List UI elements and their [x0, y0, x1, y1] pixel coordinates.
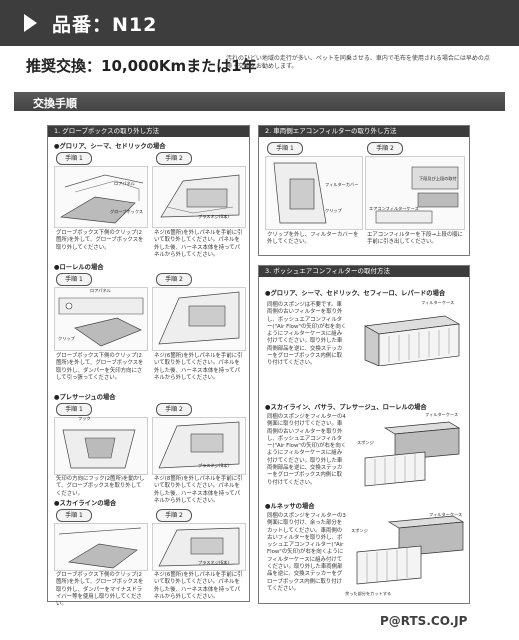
group-heading: ●プレサージュの場合 — [54, 394, 116, 401]
illustration-glovebox-1 — [54, 166, 148, 228]
label: フック — [78, 416, 91, 421]
illustration-presage-1 — [54, 417, 148, 475]
panel-install-filter-title: 3. ボッシュエアコンフィルターの取付方法 — [259, 266, 469, 277]
illustration-presage-2 — [152, 417, 246, 475]
panel-install-filter: 3. ボッシュエアコンフィルターの取付方法 ●グロリア、シーマ、セドリック、セフ… — [258, 265, 470, 604]
instruction-text: ネジ(8箇所)を外しパネルを手前に引いて取り外してください。パネルを外した後、ハ… — [154, 476, 243, 504]
instruction-text: グローブボックス下側のクリップ(2箇所)を外して、グローブボックスを取り外し、ダ… — [56, 572, 144, 608]
label: グローブボックス — [110, 209, 144, 214]
label: ロアパネル — [90, 288, 111, 293]
group-heading: ●グロリア、シーマ、セドリックの場合 — [54, 143, 166, 150]
label: フィルターケース — [425, 412, 459, 417]
illustration-glovebox-2 — [152, 166, 246, 228]
step-1-badge: 手順 1 — [56, 403, 92, 416]
label: プラスネジ(6本) — [198, 560, 229, 565]
group-heading: ●グロリア、シーマ、セドリック、セフィーロ、レパードの場合 — [265, 290, 446, 297]
label: クリップ — [58, 336, 75, 341]
label: スポンジ — [351, 528, 368, 533]
label: スポンジ — [357, 440, 374, 445]
label: エアコンフィルターケース — [369, 206, 419, 211]
label: 余った部分をカットする — [345, 591, 392, 596]
step-2-badge: 手順 2 — [367, 142, 403, 155]
label: フィルターケース — [429, 512, 463, 517]
instruction-text: グローブボックス下側のクリップ(2箇所)を外して、グローブボックスを取り外し、ダ… — [56, 353, 144, 381]
illustration-filter-case-2 — [355, 418, 463, 488]
step-1-badge: 手順 1 — [56, 152, 92, 165]
illustration-skyline-2 — [152, 523, 246, 571]
panel-remove-filter-title: 2. 車両側エアコンフィルターの取り外し方法 — [259, 126, 469, 137]
group-heading: ●ローレルの場合 — [54, 264, 104, 271]
section-title: 交換手順 — [33, 97, 77, 110]
recommend-interval: 推奨交換：10,000Kmまたは1年 — [26, 57, 257, 75]
group-heading: ●スカイラインの場合 — [54, 500, 117, 507]
group-heading: ●ルネッサの場合 — [265, 503, 315, 510]
instruction-text: 同梱のスポンジをフィルターの4側面に取り付けてください。車両側の古いフィルターを… — [267, 414, 347, 486]
instruction-text: ネジ(6箇所)を外しパネルを手前に引いて取り外してください。パネルを外した後、ハ… — [154, 353, 243, 381]
illustration-laurel-1 — [54, 287, 148, 351]
illustration-filter-case-1 — [355, 310, 463, 367]
instruction-text: 矢印の方向にフック(2箇所)を動かして、グローブボックスを取り外してください。 — [56, 476, 145, 497]
panel-glovebox: 1. グローブボックスの取り外し方法 ●グロリア、シーマ、セドリックの場合 手順… — [47, 125, 250, 607]
label: フィルターカバー — [325, 182, 359, 187]
panel-glovebox-title: 1. グローブボックスの取り外し方法 — [48, 126, 249, 137]
label: プラスネジ(6本) — [198, 214, 229, 219]
instruction-text: ネジ(6箇所)を外しパネルを手前に引いて取り外してください。パネルを外した後、ハ… — [154, 572, 243, 600]
instruction-text: クリップを外し、フィルターカバーを外してください。 — [267, 232, 359, 246]
label: ロアパネル — [114, 181, 135, 186]
illustration-skyline-1 — [54, 523, 148, 571]
illustration-laurel-2 — [152, 287, 246, 351]
instruction-text: 同梱のスポンジは不要です。車両側の古いフィルターを取り外し、ボッシュエアコンフィ… — [267, 302, 347, 367]
header-bar — [0, 0, 519, 46]
section-band — [14, 92, 505, 111]
step-2-badge: 手順 2 — [156, 273, 192, 286]
label: クリップ — [325, 208, 342, 213]
illustration-filter-case-3 — [349, 512, 465, 590]
instruction-text: ネジ(6箇所)を外しパネルを手前に引いて取り外してください。パネルを外した後、ハ… — [154, 230, 243, 258]
step-1-badge: 手順 1 — [56, 273, 92, 286]
instruction-text: エアコンフィルターを下段→上段の順に手前に引き出してください。 — [367, 232, 463, 246]
brand-logo: P@RTS.CO.JP — [380, 614, 468, 628]
step-1-badge: 手順 1 — [267, 142, 303, 155]
label: フィルターケース — [421, 300, 455, 305]
label: プラスネジ(8本) — [198, 463, 229, 468]
group-heading: ●スカイライン、バサラ、プレサージュ、ローレルの場合 — [265, 404, 427, 411]
step-1-badge: 手順 1 — [56, 509, 92, 522]
step-2-badge: 手順 2 — [156, 403, 192, 416]
label: 下段及び上段の取付 — [419, 176, 457, 181]
play-triangle-icon — [24, 14, 37, 32]
page-title: 品番：N12 — [52, 14, 158, 36]
recommend-note: 汚れのひどい地域の走行が多い、ペットを同乗させる、車内で毛布を使用される場合には… — [226, 55, 490, 70]
instruction-text: グローブボックス下側のクリップ(2箇所)を外して、グローブボックスを取り外してく… — [56, 230, 144, 251]
panel-remove-filter: 2. 車両側エアコンフィルターの取り外し方法 手順 1 手順 2 フィルターカバ… — [258, 125, 470, 256]
illustration-filter-cover — [265, 156, 363, 230]
step-2-badge: 手順 2 — [156, 509, 192, 522]
instruction-text: 同梱のスポンジをフィルターの3側面に取り付け、余った部分をカットしてください。車… — [267, 513, 346, 592]
illustration-filter-pull — [365, 156, 465, 230]
step-2-badge: 手順 2 — [156, 152, 192, 165]
